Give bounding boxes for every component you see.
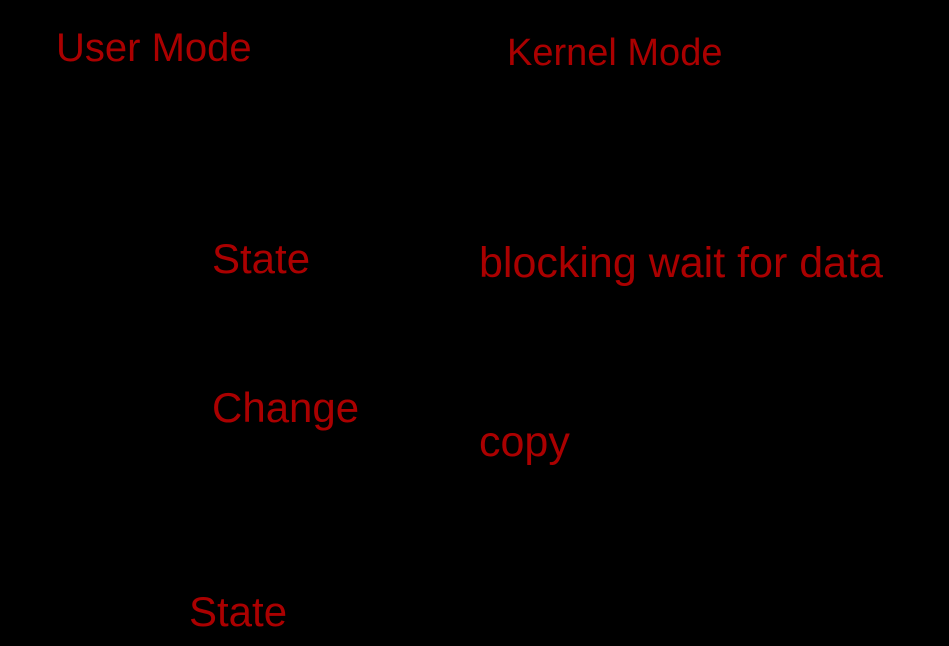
column-header-user-mode: User Mode	[56, 26, 252, 70]
annotation-copy: copy	[479, 418, 570, 466]
annotation-state-change-first-line2: Change	[212, 383, 360, 431]
annotation-state-change-second-line1: State	[189, 588, 288, 636]
annotation-state-change-second: State Change	[189, 488, 336, 646]
column-header-kernel-mode: Kernel Mode	[507, 32, 723, 74]
annotation-state-change-first: State Change	[212, 135, 359, 531]
annotation-blocking-wait-for-data: blocking wait for data	[479, 239, 883, 287]
annotation-state-change-first-line1: State	[212, 235, 311, 283]
